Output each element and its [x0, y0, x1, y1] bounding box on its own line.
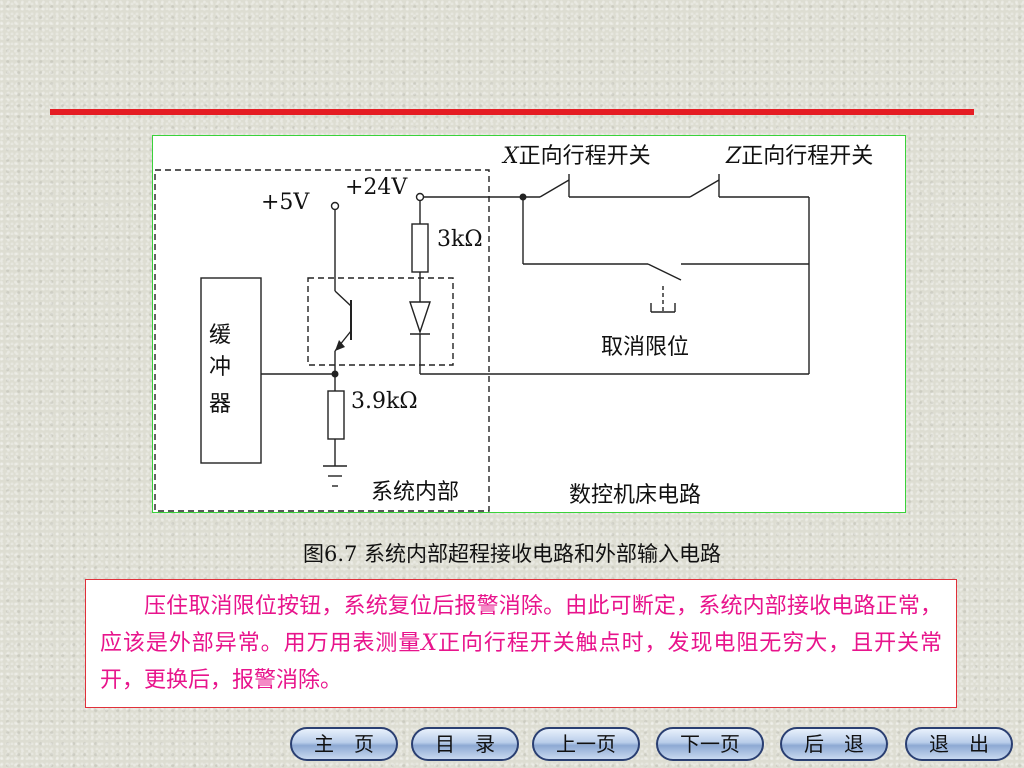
home-button[interactable]: 主 页 [290, 727, 398, 761]
label-3k: 3kΩ [437, 227, 483, 252]
label-system-internal: 系统内部 [371, 480, 459, 505]
resistor-3k [411, 223, 429, 273]
system-internal-boundary [154, 169, 490, 512]
note-part-1: 压住取消限位按钮，系统复位后报警消除。由此可断定，系统内部接收电路正常，应该是外… [100, 594, 942, 656]
exit-button[interactable]: 退 出 [905, 727, 1013, 761]
navigation-bar: 主 页 目 录 上一页 下一页 后 退 退 出 [0, 727, 1024, 763]
svg-text:X正向行程开关: X正向行程开关 [501, 144, 651, 169]
svg-text:Z正向行程开关: Z正向行程开关 [725, 144, 873, 169]
next-page-button[interactable]: 下一页 [656, 727, 764, 761]
buffer-box [200, 277, 262, 464]
explanation-text: 压住取消限位按钮，系统复位后报警消除。由此可断定，系统内部接收电路正常，应该是外… [85, 579, 957, 708]
diode [409, 301, 431, 335]
figure-caption: 图6.7 系统内部超程接收电路和外部输入电路 [302, 542, 722, 566]
x-switch-label: 正向行程开关 [519, 144, 651, 169]
z-switch-blade [689, 179, 720, 198]
node-buffer [331, 370, 339, 378]
buffer-char-1: 缓 [209, 323, 231, 348]
buffer-char-3: 器 [209, 392, 231, 417]
label-cancel-limit: 取消限位 [601, 335, 689, 360]
toc-button[interactable]: 目 录 [411, 727, 519, 761]
resistor-3-9k [327, 390, 345, 440]
note-var: X [421, 631, 438, 656]
buffer-char-2: 冲 [209, 355, 231, 380]
label-5v: +5V [261, 190, 310, 215]
x-switch-var: X [501, 144, 520, 169]
terminal-5v [330, 201, 340, 211]
label-24v: +24V [345, 175, 408, 200]
x-switch-blade [539, 179, 570, 198]
z-switch-label: 正向行程开关 [741, 144, 873, 169]
circuit-figure: X正向行程开关 Z正向行程开关 +5V +24V 3kΩ 3.9kΩ 缓 冲 器… [152, 135, 906, 513]
prev-page-button[interactable]: 上一页 [532, 727, 640, 761]
transistor-emitter-arrow [335, 340, 345, 351]
z-switch-var: Z [725, 144, 742, 169]
optocoupler-boundary [307, 277, 454, 366]
back-button[interactable]: 后 退 [780, 727, 888, 761]
note-part-2: 正向行程开关触点时，发现电阻无穷大，且开关常开，更换后，报警消除。 [100, 631, 942, 693]
label-machine-circuit: 数控机床电路 [569, 483, 701, 508]
label-3-9k: 3.9kΩ [351, 389, 418, 414]
cancel-switch-blade [647, 263, 682, 281]
title-divider [50, 109, 974, 115]
circuit-diagram: X正向行程开关 Z正向行程开关 +5V +24V 3kΩ 3.9kΩ 缓 冲 器… [154, 144, 873, 512]
terminal-24v [415, 192, 425, 202]
